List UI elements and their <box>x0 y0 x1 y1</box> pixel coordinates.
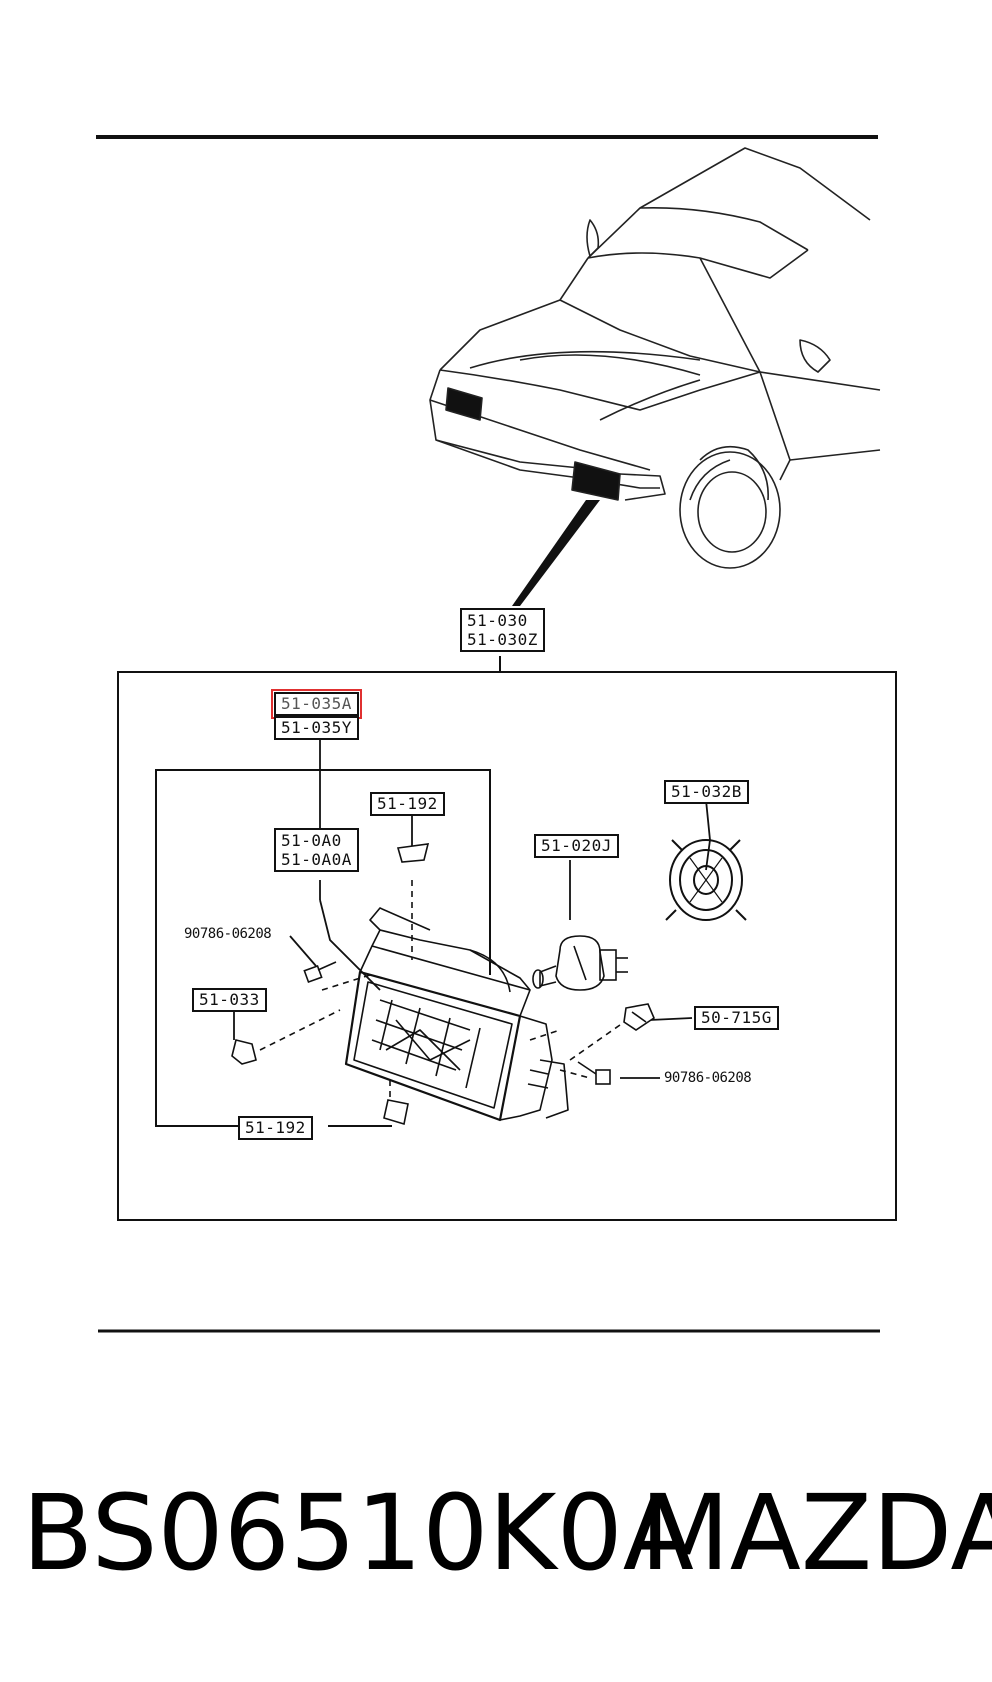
group-frame <box>155 769 320 1127</box>
headlamp-unit <box>344 907 569 1122</box>
socket-cover-drawing <box>665 839 747 921</box>
label-lens: 51-0A0 51-0A0A <box>274 828 359 872</box>
part-number-caption: BS06510K0A <box>22 1472 694 1594</box>
label-socket-cover: 51-032B <box>664 780 749 804</box>
bolt-right-drawing <box>577 1061 611 1085</box>
label-bracket: 51-033 <box>192 988 267 1012</box>
label-lens-b: 51-0A0A <box>281 850 352 869</box>
nut-drawing <box>623 1003 655 1031</box>
brand-caption: MAZDA <box>640 1472 992 1594</box>
label-lens-a: 51-0A0 <box>281 831 342 850</box>
label-housing-b: 51-035Y <box>274 716 359 740</box>
label-housing-a: 51-035A <box>271 689 362 719</box>
label-bulb: 51-020J <box>534 834 619 858</box>
bracket-drawing <box>231 1039 257 1065</box>
car-illustration <box>429 147 881 569</box>
pointer-wedge <box>512 500 600 606</box>
label-assembly-a: 51-030 <box>467 611 528 630</box>
label-nut: 50-715G <box>694 1006 779 1030</box>
label-bolt-right: 90786-06208 <box>664 1070 752 1086</box>
label-assembly-b: 51-030Z <box>467 630 538 649</box>
label-assembly: 51-030 51-030Z <box>460 608 545 652</box>
clip-top-drawing <box>396 843 430 863</box>
clip-bottom-drawing <box>383 1099 409 1126</box>
label-clip-top: 51-192 <box>370 792 445 816</box>
bulb-drawing <box>532 935 628 991</box>
bolt-left-drawing <box>303 961 337 984</box>
label-bolt-left: 90786-06208 <box>184 926 272 942</box>
assembly-frame <box>117 671 897 1221</box>
label-clip-bottom: 51-192 <box>238 1116 313 1140</box>
